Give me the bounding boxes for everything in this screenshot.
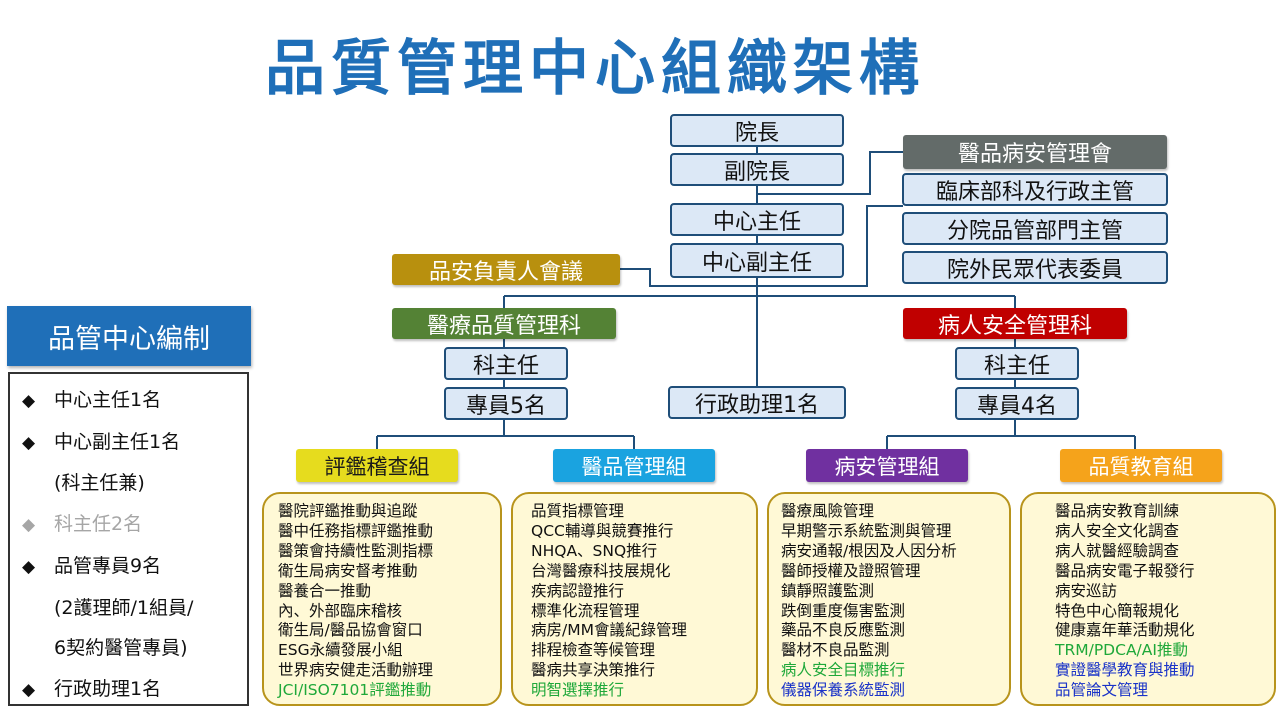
task-item: 排程檢查等候管理 [531,641,656,660]
director-box: 中心主任 [670,203,844,236]
task-item: 標準化流程管理 [531,601,640,620]
task-item: 醫品病安電子報發行 [1055,561,1195,580]
diamond-bullet-icon: ◆ [22,432,36,453]
task-item: ESG永續發展小組 [278,641,403,660]
task-item: 健康嘉年華活動規化 [1055,621,1195,640]
patient-safety-dept-header: 病人安全管理科 [903,308,1127,339]
diamond-bullet-icon: ◆ [22,391,36,411]
task-item: 病人就醫經驗調查 [1055,541,1180,560]
task-item: 跌倒重度傷害監測 [781,601,906,620]
staffing-item-text: (科主任兼) [54,472,145,495]
task-item: 明智選擇推行 [531,681,625,700]
task-item: 衛生局病安督考推動 [278,561,418,580]
safety-mgmt-group-header: 病安管理組 [806,449,968,482]
staffing-item-text: 中心副主任1名 [54,430,181,453]
task-item: 醫養合一推動 [278,581,372,600]
audit-group-header: 評鑑稽查組 [296,449,458,482]
task-item: 醫中任務指標評鑑推動 [278,521,434,540]
staffing-item-text: (2護理師/1組員/ [54,596,194,619]
staffing-item: 6契約醫管專員) [22,628,247,669]
staffing-item-text: 科主任2名 [54,513,143,536]
safety-meeting-header: 品安負責人會議 [392,254,620,285]
task-item: 病人安全目標推行 [781,661,906,680]
task-item: 台灣醫療科技展規化 [531,561,671,580]
staffing-title: 品管中心編制 [7,306,251,366]
task-item: 病房/MM會議紀錄管理 [531,621,687,640]
task-item: JCI/ISO7101評鑑推動 [278,681,432,700]
task-item: 特色中心簡報規化 [1055,601,1180,620]
deputy-director-box: 中心副主任 [670,243,844,278]
page-title: 品質管理中心組織架構 [265,34,925,104]
committee-header: 醫品病安管理會 [903,135,1167,169]
task-item: 品質指標管理 [531,502,625,520]
medical-quality-chief-box: 科主任 [444,347,568,380]
task-item: 品管論文管理 [1055,681,1149,700]
task-item: 儀器保養系統監測 [781,681,906,700]
task-item: QCC輔導與競賽推行 [531,521,674,540]
task-item: 醫療風險管理 [781,502,875,520]
committee-member: 臨床部科及行政主管 [902,173,1168,206]
staffing-item-text: 行政助理1名 [54,677,162,700]
connector-line [620,205,903,287]
safety-mgmt-task-list: 醫療風險管理早期警示系統監測與管理病安通報/根因及人因分析醫師授權及證照管理鎮靜… [767,492,1011,706]
diamond-bullet-icon: ◆ [22,679,36,700]
task-item: 病安通報/根因及人因分析 [781,541,957,560]
task-item: 病人安全文化調查 [1055,521,1180,540]
diamond-bullet-icon: ◆ [22,515,36,536]
audit-task-list: 醫院評鑑推動與追蹤醫中任務指標評鑑推動醫策會持續性監測指標衛生局病安督考推動醫養… [262,492,502,706]
task-item: 醫材不良品監測 [781,641,890,660]
task-item: NHQA、SNQ推行 [531,541,658,560]
patient-safety-chief-box: 科主任 [955,347,1079,380]
medical-quality-staff-box: 專員5名 [444,387,568,420]
staffing-item-text: 6契約醫管專員) [54,637,188,660]
task-item: 醫師授權及證照管理 [781,561,921,580]
education-group-header: 品質教育組 [1060,449,1222,482]
task-item: 醫策會持續性監測指標 [278,541,434,560]
connector-line [757,151,903,195]
committee-member: 院外民眾代表委員 [902,251,1168,284]
task-item: TRM/PDCA/AI推動 [1055,641,1188,660]
patient-safety-staff-box: 專員4名 [955,387,1079,420]
admin-assistant-box: 行政助理1名 [668,386,846,419]
task-item: 醫病共享決策推行 [531,661,656,680]
staffing-item-text: 品管專員9名 [54,554,162,577]
task-item: 衛生局/醫品協會窗口 [278,621,423,640]
vice-president-box: 副院長 [670,153,844,186]
task-item: 內、外部臨床稽核 [278,601,403,620]
staffing-list: ◆ 中心主任1名 ◆ 中心副主任1名 (科主任兼) ◆ 科主任2名 ◆ 品管專員9名 (2護理師/… [8,372,249,706]
staffing-item: ◆ 中心副主任1名 [22,422,247,464]
task-item: 鎮靜照護監測 [781,581,875,600]
staffing-item: (科主任兼) [22,463,247,504]
staffing-item: ◆ 品管專員9名 [22,546,247,588]
diamond-bullet-icon: ◆ [22,556,36,577]
task-item: 疾病認證推行 [531,581,625,600]
staffing-item: (2護理師/1組員/ [22,588,247,629]
committee-member: 分院品管部門主管 [902,212,1168,245]
education-task-list: 醫品病安教育訓練病人安全文化調查病人就醫經驗調查醫品病安電子報發行病安巡訪特色中… [1020,492,1276,706]
task-item: 醫品病安教育訓練 [1055,502,1180,520]
staffing-item-text: 中心主任1名 [54,389,162,411]
staffing-item: ◆ 中心主任1名 [22,380,247,422]
quality-mgmt-group-header: 醫品管理組 [553,449,715,482]
task-item: 世界病安健走活動辦理 [278,661,434,680]
staffing-item: ◆ 行政助理1名 [22,669,247,711]
task-item: 病安巡訪 [1055,581,1118,600]
task-item: 早期警示系統監測與管理 [781,521,952,540]
medical-quality-dept-header: 醫療品質管理科 [392,308,616,339]
staffing-item: ◆ 科主任2名 [22,504,247,546]
task-item: 實證醫學教育與推動 [1055,661,1195,680]
president-box: 院長 [670,114,844,147]
task-item: 藥品不良反應監測 [781,621,906,640]
task-item: 醫院評鑑推動與追蹤 [278,502,418,520]
